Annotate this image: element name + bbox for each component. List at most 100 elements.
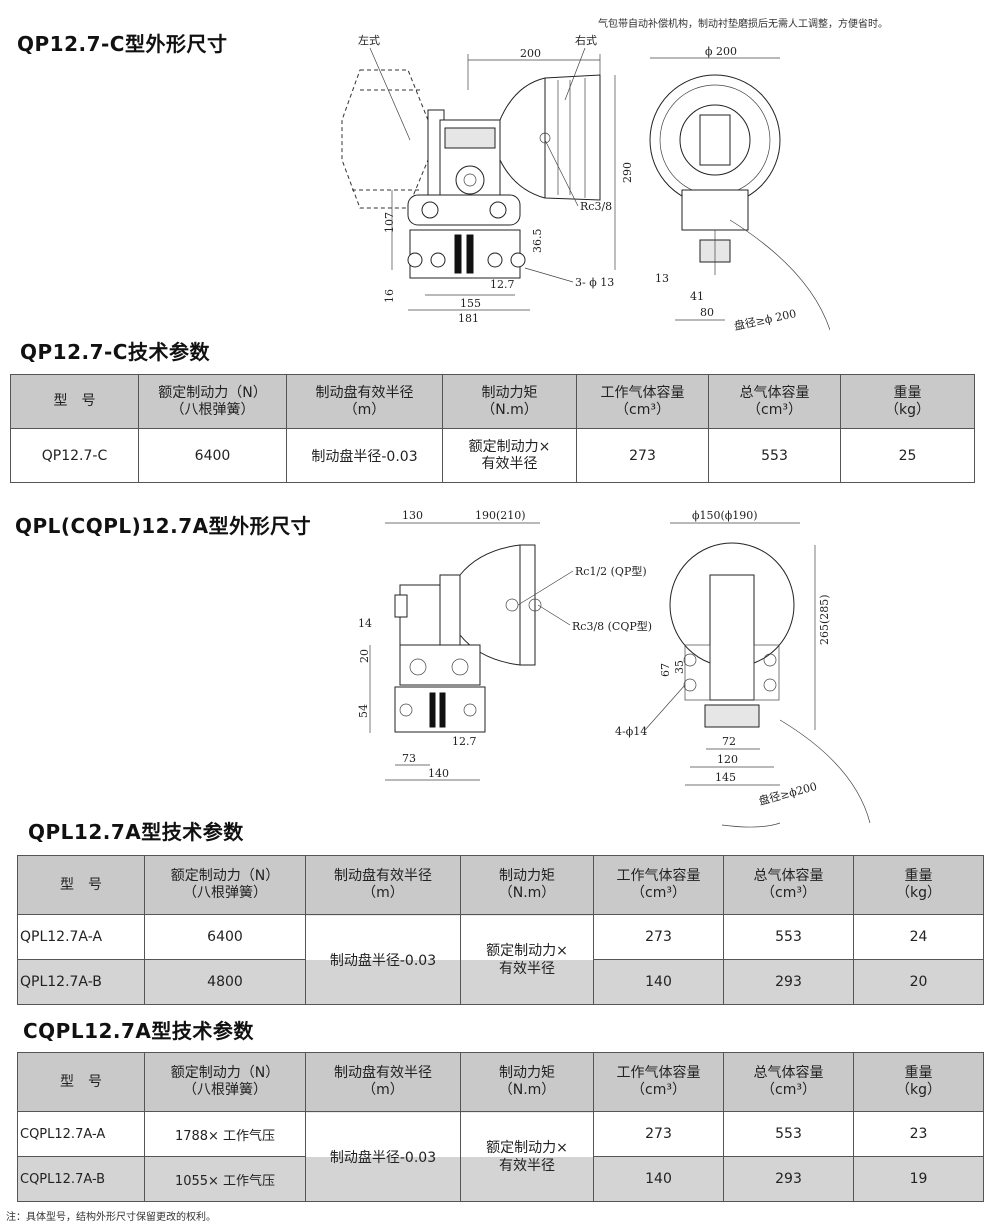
header-weight: 重量（kg） xyxy=(840,374,975,429)
cell-radius: 制动盘半径-0.03 xyxy=(286,428,443,483)
header-weight: 重量（kg） xyxy=(853,855,984,915)
label-3-holes: 3- ϕ 13 xyxy=(575,276,614,289)
dim-80: 80 xyxy=(700,306,714,319)
qp127c-spec-title: QP12.7-C技术参数 xyxy=(20,340,210,364)
label-right-style: 右式 xyxy=(575,33,597,47)
cell-force: 4800 xyxy=(144,959,306,1005)
dim-73: 73 xyxy=(402,752,416,765)
qpl127a-spec-title: QPL12.7A型技术参数 xyxy=(28,820,244,844)
cell-model: QPL12.7A-B xyxy=(17,959,145,1005)
cell-total-volume: 553 xyxy=(708,428,841,483)
table-header-row: 型 号 额定制动力（N）（八根弹簧） 制动盘有效半径（m） 制动力矩（N.m） … xyxy=(10,374,975,429)
linkage-bar xyxy=(407,194,521,226)
label-disc-diameter: 盘径≥ϕ 200 xyxy=(733,306,798,333)
dim-54: 54 xyxy=(357,704,370,718)
header-radius: 制动盘有效半径（m） xyxy=(305,1052,461,1112)
dim-120: 120 xyxy=(717,753,738,766)
header-work-volume: 工作气体容量（cm³） xyxy=(576,374,709,429)
dim-phi200: ϕ 200 xyxy=(705,45,737,58)
table-row: QPL12.7A-A 6400 制动盘半径-0.03 额定制动力×有效半径 27… xyxy=(17,914,984,1005)
dim-265: 265(285) xyxy=(818,594,831,645)
header-force: 额定制动力（N）（八根弹簧） xyxy=(144,855,306,915)
dim-13: 13 xyxy=(655,272,669,285)
dim-127: 12.7 xyxy=(490,278,515,291)
cell-work-volume: 140 xyxy=(593,1156,724,1202)
cell-total-volume: 553 xyxy=(723,914,854,960)
cell-model: QP12.7-C xyxy=(10,428,139,483)
cell-model: CQPL12.7A-A xyxy=(17,1111,145,1157)
cell-work-volume: 273 xyxy=(593,1111,724,1157)
dim-145: 145 xyxy=(715,771,736,784)
cell-weight: 25 xyxy=(840,428,975,483)
pad-right xyxy=(466,234,474,274)
dim-67: 67 xyxy=(659,663,672,677)
cell-total-volume: 293 xyxy=(723,1156,854,1202)
cell-model: QPL12.7A-A xyxy=(17,914,145,960)
qpl-pad-left xyxy=(429,692,436,728)
dim-290: 290 xyxy=(621,162,634,183)
header-force: 额定制动力（N）（八根弹簧） xyxy=(144,1052,306,1112)
cell-torque-merged: 额定制动力×有效半径 xyxy=(460,1111,594,1202)
cell-force: 6400 xyxy=(144,914,306,960)
header-force: 额定制动力（N）（八根弹簧） xyxy=(138,374,287,429)
header-radius: 制动盘有效半径（m） xyxy=(305,855,461,915)
dim-190: 190(210) xyxy=(475,509,526,522)
qp127c-spec-table: 型 号 额定制动力（N）（八根弹簧） 制动盘有效半径（m） 制动力矩（N.m） … xyxy=(10,374,975,483)
footer-note: 注：具体型号，结构外形尺寸保留更改的权利。 xyxy=(6,1212,216,1223)
cqpl127a-spec-title: CQPL12.7A型技术参数 xyxy=(23,1019,254,1043)
table-header-row: 型 号 额定制动力（N）（八根弹簧） 制动盘有效半径（m） 制动力矩（N.m） … xyxy=(17,855,984,915)
cell-force: 1055× 工作气压 xyxy=(144,1156,306,1202)
header-total-volume: 总气体容量（cm³） xyxy=(723,1052,854,1112)
header-total-volume: 总气体容量（cm³） xyxy=(708,374,841,429)
qpl127a-dimension-drawing: 130 190(210) Rc1/2 (QP型) Rc3/8 (CQP型) 14… xyxy=(357,509,871,828)
cell-radius-merged: 制动盘半径-0.03 xyxy=(305,1111,461,1202)
dim-155: 155 xyxy=(460,297,481,310)
header-radius: 制动盘有效半径（m） xyxy=(286,374,443,429)
dim-35: 35 xyxy=(673,660,686,674)
dim-181: 181 xyxy=(458,312,479,325)
dim-140: 140 xyxy=(428,767,449,780)
qpl-flange xyxy=(439,574,461,646)
side-stem xyxy=(699,114,731,166)
header-model: 型 号 xyxy=(10,374,139,429)
dim-127b: 12.7 xyxy=(452,735,477,748)
top-note: 气包带自动补偿机构，制动衬垫磨损后无需人工调整，方便省时。 xyxy=(598,19,888,30)
left-variant-outline xyxy=(341,69,429,209)
dim-41: 41 xyxy=(690,290,704,303)
cell-torque-merged: 额定制动力×有效半径 xyxy=(460,914,594,1005)
cell-work-volume: 273 xyxy=(576,428,709,483)
header-model: 型 号 xyxy=(17,855,145,915)
header-work-volume: 工作气体容量（cm³） xyxy=(593,855,724,915)
cell-total-volume: 553 xyxy=(723,1111,854,1157)
header-torque: 制动力矩（N.m） xyxy=(460,1052,594,1112)
cell-weight: 24 xyxy=(853,914,984,960)
cell-torque: 额定制动力×有效半径 xyxy=(442,428,577,483)
dim-20: 20 xyxy=(358,649,371,663)
header-torque: 制动力矩（N.m） xyxy=(442,374,577,429)
dim-107: 107 xyxy=(383,212,396,233)
cell-model: CQPL12.7A-B xyxy=(17,1156,145,1202)
dim-phi150: ϕ150(ϕ190) xyxy=(692,509,758,522)
qp127c-dimension-drawing: 左式 右式 200 290 Rc3/8 107 36.5 12.7 16 155… xyxy=(341,33,830,333)
qpl127a-spec-table: 型 号 额定制动力（N）（八根弹簧） 制动盘有效半径（m） 制动力矩（N.m） … xyxy=(17,855,984,1005)
cell-weight: 23 xyxy=(853,1111,984,1157)
dim-130: 130 xyxy=(402,509,423,522)
cell-weight: 19 xyxy=(853,1156,984,1202)
header-model: 型 号 xyxy=(17,1052,145,1112)
qpl-linkage xyxy=(399,644,481,686)
cell-work-volume: 273 xyxy=(593,914,724,960)
cqpl127a-spec-table: 型 号 额定制动力（N）（八根弹簧） 制动盘有效半径（m） 制动力矩（N.m） … xyxy=(17,1052,984,1202)
side-bracket xyxy=(681,189,749,231)
pad-left xyxy=(454,234,462,274)
header-total-volume: 总气体容量（cm³） xyxy=(723,855,854,915)
table-header-row: 型 号 额定制动力（N）（八根弹簧） 制动盘有效半径（m） 制动力矩（N.m） … xyxy=(17,1052,984,1112)
table-row: QP12.7-C 6400 制动盘半径-0.03 额定制动力×有效半径 273 … xyxy=(10,428,975,483)
cell-total-volume: 293 xyxy=(723,959,854,1005)
label-rc38: Rc3/8 xyxy=(580,200,612,213)
dim-200: 200 xyxy=(520,47,541,60)
qpl-side-stem xyxy=(709,574,755,701)
qpl-pad-right xyxy=(439,692,446,728)
label-rc38-cqp: Rc3/8 (CQP型) xyxy=(572,619,652,633)
cell-weight: 20 xyxy=(853,959,984,1005)
dim-14: 14 xyxy=(358,617,372,630)
